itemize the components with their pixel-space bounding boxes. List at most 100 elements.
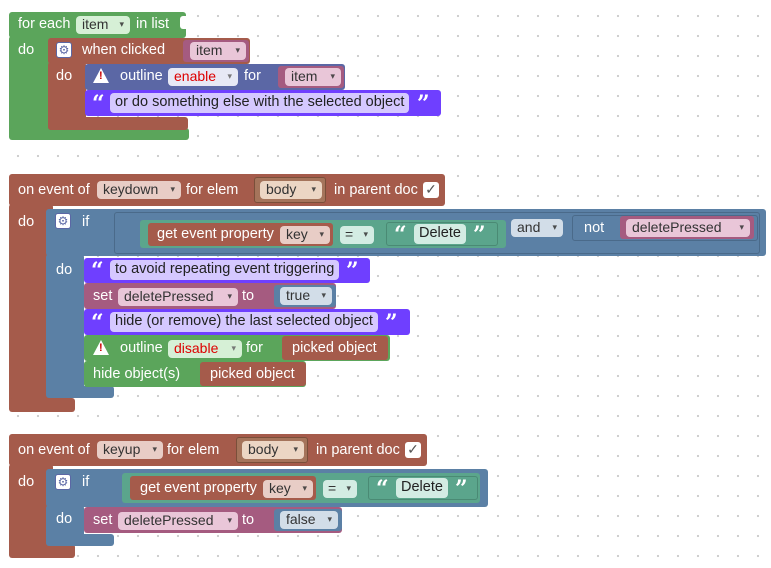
- chevron-down-icon: ▾: [293, 444, 298, 454]
- elem-dropdown[interactable]: body▾: [260, 181, 322, 199]
- when-clicked-foot: [48, 117, 188, 130]
- true-label: true: [286, 287, 311, 303]
- chevron-down-icon: ▾: [302, 483, 307, 493]
- gear-icon[interactable]: ⚙: [55, 474, 71, 490]
- for-each-label: for each: [18, 16, 71, 32]
- comment-text-2[interactable]: hide (or remove) the last selected objec…: [110, 312, 378, 332]
- open-quote-icon: “: [92, 91, 105, 117]
- warning-icon[interactable]: !: [93, 68, 109, 83]
- if-label: if: [82, 474, 90, 490]
- to-label: to: [242, 512, 255, 528]
- chevron-down-icon: ▾: [227, 291, 232, 301]
- gear-icon[interactable]: ⚙: [56, 42, 72, 58]
- for-elem-label: for elem: [186, 182, 239, 198]
- to-label: to: [242, 288, 255, 304]
- when-clicked-label: when clicked: [82, 42, 166, 58]
- comment-text[interactable]: or do something else with the selected o…: [110, 93, 410, 113]
- key-dropdown[interactable]: key▾: [280, 226, 330, 244]
- open-quote-icon: “: [376, 476, 389, 502]
- open-quote-icon: “: [91, 258, 104, 284]
- close-quote-icon: ”: [473, 222, 486, 248]
- delete-pressed-dropdown[interactable]: deletePressed ▾: [626, 219, 750, 237]
- chevron-down-icon: ▾: [363, 229, 368, 239]
- close-quote-icon: ”: [346, 258, 359, 284]
- disable-dropdown[interactable]: disable▾: [168, 340, 242, 358]
- event-dropdown[interactable]: keydown▾: [97, 181, 181, 199]
- delete-text-value[interactable]: Delete: [414, 224, 466, 244]
- in-parent-doc-label: in parent doc: [334, 182, 418, 198]
- if-label: if: [82, 214, 90, 230]
- keyup-bar[interactable]: [9, 434, 427, 466]
- elem-label: body: [266, 181, 297, 197]
- parent-doc-checkbox[interactable]: ✓: [423, 182, 439, 198]
- equals-label: =: [345, 226, 354, 242]
- chevron-down-icon: ▾: [330, 71, 335, 81]
- gear-icon[interactable]: ⚙: [55, 213, 71, 229]
- outline-item-dropdown[interactable]: item ▾: [285, 68, 341, 86]
- elem-label: body: [248, 441, 279, 457]
- equals-label: =: [328, 480, 337, 496]
- equals-dropdown[interactable]: =▾: [340, 226, 374, 244]
- item-var-label: item: [196, 42, 223, 58]
- key-dropdown[interactable]: key ▾: [263, 480, 313, 498]
- if-block-spine: [46, 254, 84, 394]
- outline-label: outline: [120, 340, 163, 356]
- outline-for-label: for: [246, 340, 263, 356]
- outline-for-label: for: [244, 68, 261, 84]
- list-input-socket[interactable]: [180, 16, 186, 29]
- event-dropdown[interactable]: keyup ▾: [97, 441, 163, 459]
- warning-icon[interactable]: !: [93, 340, 109, 355]
- item-var-dropdown[interactable]: item▾: [190, 42, 246, 60]
- set-var-label: deletePressed: [124, 512, 214, 528]
- chevron-down-icon: ▾: [227, 515, 232, 525]
- for-each-do-label: do: [18, 42, 35, 58]
- enable-dropdown[interactable]: enable▾: [168, 68, 238, 86]
- chevron-down-icon: ▾: [119, 19, 124, 29]
- close-quote-icon: ”: [455, 476, 468, 502]
- delete-text-value[interactable]: Delete: [396, 478, 448, 498]
- parent-doc-checkbox[interactable]: ✓: [405, 442, 421, 458]
- set-var-dropdown[interactable]: deletePressed ▾: [118, 512, 238, 530]
- elem-dropdown[interactable]: body ▾: [242, 441, 304, 459]
- for-each-spine: [9, 36, 53, 136]
- loop-var-dropdown[interactable]: item▾: [76, 16, 130, 34]
- picked-object-block-2[interactable]: [200, 362, 306, 386]
- chevron-down-icon: ▾: [170, 184, 175, 194]
- on-event-label: on event of: [18, 442, 90, 458]
- key-label: key: [269, 480, 291, 496]
- equals-dropdown[interactable]: =▾: [323, 480, 357, 498]
- picked-object-block[interactable]: [282, 336, 388, 360]
- delete-pressed-label: deletePressed: [632, 219, 722, 235]
- keyup-do-label: do: [18, 474, 35, 490]
- keydown-spine: [9, 204, 53, 410]
- open-quote-icon: “: [394, 222, 407, 248]
- close-quote-icon: ”: [385, 310, 398, 336]
- when-clicked-do-label: do: [56, 68, 73, 84]
- false-label: false: [286, 511, 316, 527]
- set-label: set: [93, 288, 113, 304]
- event-label: keyup: [103, 441, 141, 457]
- chevron-down-icon: ▾: [739, 222, 744, 232]
- outline-item-label: item: [291, 68, 318, 84]
- in-list-label: in list: [136, 16, 170, 32]
- false-dropdown[interactable]: false▾: [280, 511, 338, 529]
- keydown-do-label: do: [18, 214, 35, 230]
- picked-object-label: picked object: [292, 340, 377, 356]
- on-event-label: on event of: [18, 182, 90, 198]
- keydown-bar[interactable]: [9, 174, 445, 206]
- in-parent-doc-label: in parent doc: [316, 442, 400, 458]
- and-dropdown[interactable]: and ▾: [511, 219, 563, 237]
- chevron-down-icon: ▾: [346, 483, 351, 493]
- and-label: and: [517, 219, 541, 235]
- hide-objects-label: hide object(s): [93, 366, 181, 382]
- open-quote-icon: “: [91, 310, 104, 336]
- set-label: set: [93, 512, 113, 528]
- true-dropdown[interactable]: true▾: [280, 287, 332, 305]
- comment-text-1[interactable]: to avoid repeating event triggering: [110, 260, 340, 280]
- chevron-down-icon: ▾: [152, 444, 157, 454]
- chevron-down-icon: ▾: [227, 71, 232, 81]
- chevron-down-icon: ▾: [552, 222, 557, 232]
- set-var-dropdown[interactable]: deletePressed▾: [118, 288, 238, 306]
- picked-object-label-2: picked object: [210, 366, 295, 382]
- get-event-property-label: get event property: [157, 226, 274, 242]
